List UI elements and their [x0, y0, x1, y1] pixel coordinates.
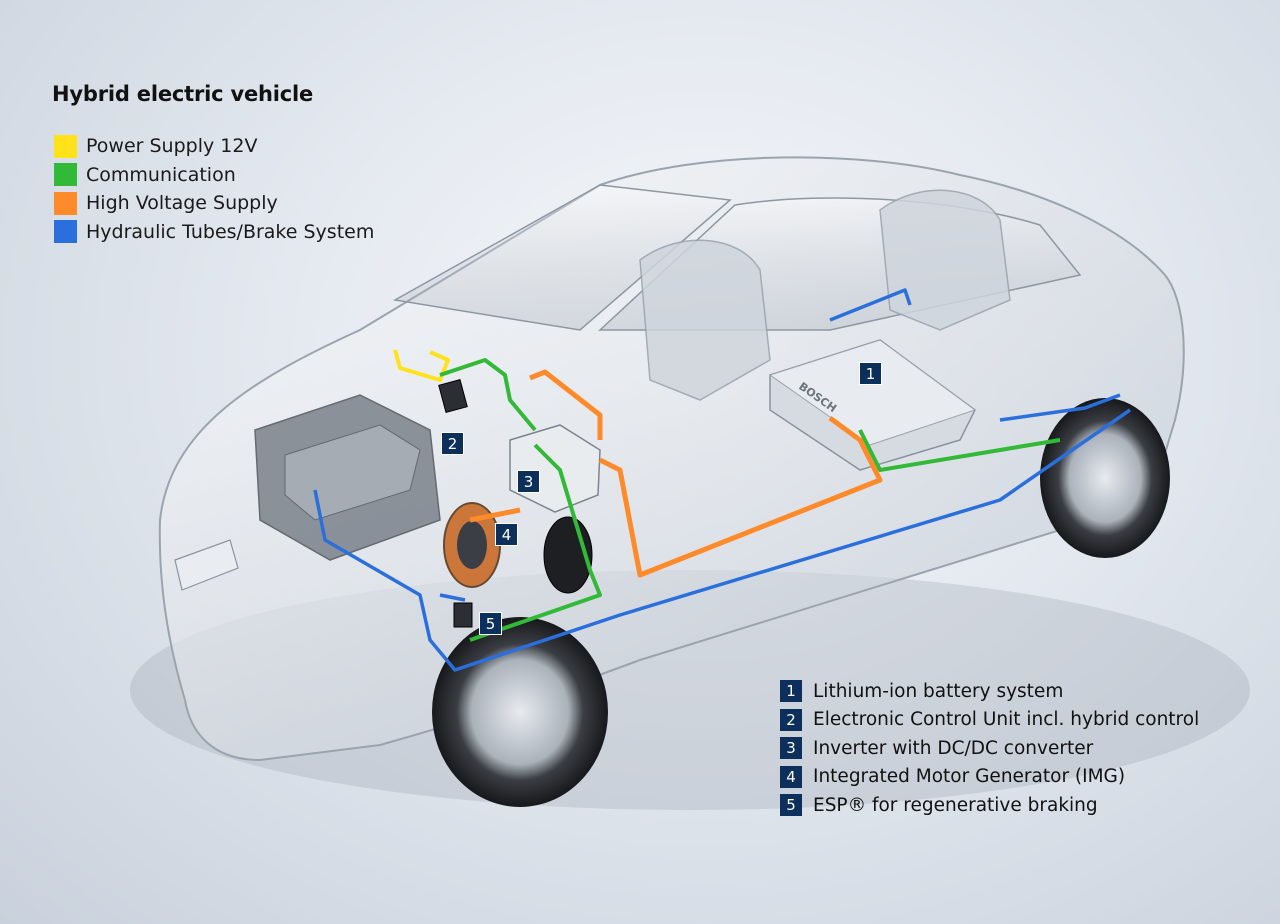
component-label: Electronic Control Unit incl. hybrid con…: [813, 709, 1200, 731]
motor-core: [457, 521, 487, 569]
component-label: Inverter with DC/DC converter: [813, 737, 1094, 759]
legend-item-high-voltage: High Voltage Supply: [54, 189, 374, 218]
component-item: 2 Electronic Control Unit incl. hybrid c…: [780, 706, 1199, 735]
legend-label: Hydraulic Tubes/Brake System: [86, 220, 375, 243]
legend-label: High Voltage Supply: [86, 192, 278, 215]
component-label: Lithium-ion battery system: [813, 680, 1064, 702]
ecu-unit: [438, 379, 468, 413]
legend-swatch-hydraulic: [54, 220, 77, 244]
legend-item-communication: Communication: [54, 161, 374, 190]
headlight: [174, 539, 239, 591]
component-label: Integrated Motor Generator (IMG): [813, 766, 1126, 788]
line-high-voltage: [469, 369, 883, 578]
engine-cover: [284, 424, 421, 521]
component-number: 4: [780, 765, 802, 788]
line-type-legend: Power Supply 12V Communication High Volt…: [54, 132, 374, 246]
component-key: 1 Lithium-ion battery system 2 Electroni…: [780, 677, 1199, 820]
component-number: 2: [780, 708, 802, 731]
legend-label: Communication: [86, 163, 236, 186]
line-power-12v: [393, 349, 450, 382]
line-communication: [439, 358, 1061, 642]
rear-seat: [879, 189, 1011, 331]
esp-unit: [453, 602, 473, 628]
component-number: 1: [780, 680, 802, 703]
windshield: [392, 184, 732, 331]
component-item: 1 Lithium-ion battery system: [780, 677, 1199, 706]
callout-marker-4: 4: [495, 523, 518, 546]
component-item: 5 ESP® for regenerative braking: [780, 791, 1199, 820]
legend-item-hydraulic: Hydraulic Tubes/Brake System: [54, 218, 374, 247]
legend-item-power-supply: Power Supply 12V: [54, 132, 374, 161]
callout-marker-1: 1: [859, 362, 882, 385]
legend-swatch-communication: [54, 163, 77, 187]
component-number: 3: [780, 737, 802, 760]
callout-marker-5: 5: [479, 612, 502, 635]
callout-marker-2: 2: [441, 432, 464, 455]
component-label: ESP® for regenerative braking: [813, 794, 1098, 816]
component-item: 3 Inverter with DC/DC converter: [780, 734, 1199, 763]
legend-swatch-power-supply: [54, 134, 77, 158]
callout-marker-3: 3: [517, 470, 540, 493]
legend-label: Power Supply 12V: [86, 135, 258, 158]
front-seat: [639, 239, 771, 401]
line-hydraulic: [313, 288, 1131, 672]
legend-swatch-high-voltage: [54, 191, 77, 215]
rear-wheel: [1040, 398, 1170, 558]
component-number: 5: [780, 794, 802, 817]
front-wheel: [432, 617, 608, 807]
component-item: 4 Integrated Motor Generator (IMG): [780, 763, 1199, 792]
page-title: Hybrid electric vehicle: [52, 82, 314, 106]
